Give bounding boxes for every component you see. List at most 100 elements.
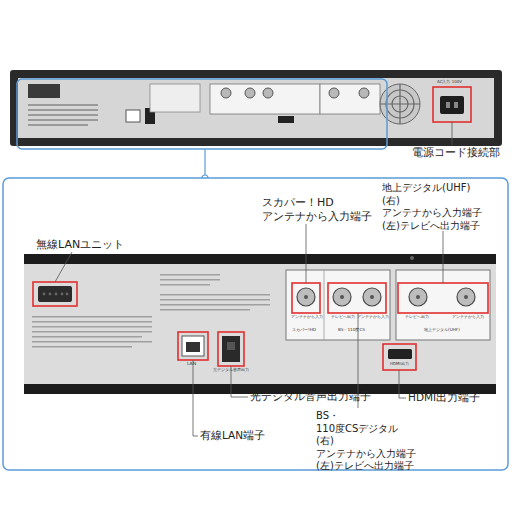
device-rear-enlarged xyxy=(32,326,152,328)
device-rear-enlarged xyxy=(160,309,250,311)
port-label: AC入力 100V xyxy=(437,80,462,84)
device-rear xyxy=(446,102,450,108)
callout-label: 地上デジタル(UHF) (右)アンテナから入力端子 (左)テレビへ出力端子 xyxy=(382,182,482,232)
device-rear-enlarged xyxy=(55,293,58,296)
highlight-box xyxy=(383,344,416,370)
device-rear-enlarged xyxy=(32,331,152,333)
leader-line xyxy=(55,224,443,436)
device-rear-enlarged xyxy=(370,295,374,299)
device-rear xyxy=(28,124,88,126)
leader-line xyxy=(306,224,307,283)
device-rear-enlarged xyxy=(32,341,152,343)
device-rear-enlarged xyxy=(160,274,220,276)
device-rear xyxy=(10,70,502,146)
zoom-panel xyxy=(3,178,508,470)
callout-label: BS・110度CSデジタル (右)アンテナから入力端子 (左)テレビへ出力端子 xyxy=(316,410,416,473)
callout-label: スカパー！HD アンテナから入力端子 xyxy=(262,196,372,224)
device-rear-enlarged xyxy=(416,295,420,299)
device-rear-enlarged xyxy=(32,321,152,323)
device-rear xyxy=(28,84,60,98)
device-rear-enlarged xyxy=(160,279,220,281)
zoom-connector xyxy=(204,149,205,178)
device-rear-enlarged xyxy=(38,286,72,302)
port-label: 光デジタル音声出力 xyxy=(213,368,249,372)
device-rear xyxy=(221,88,369,98)
device-rear-enlarged xyxy=(304,295,308,299)
device-rear-enlarged xyxy=(409,288,427,306)
device-rear-enlarged xyxy=(186,342,200,352)
device-rear-enlarged xyxy=(43,293,69,296)
device-rear-enlarged xyxy=(24,254,496,264)
device-rear-enlarged xyxy=(457,288,475,306)
device-rear-enlarged xyxy=(464,295,468,299)
device-rear-enlarged xyxy=(32,346,132,348)
device-rear-enlarged xyxy=(49,293,52,296)
device-rear xyxy=(221,88,231,98)
device-rear-enlarged xyxy=(363,288,381,306)
port-label: アンテナから入力 xyxy=(452,316,484,320)
device-rear xyxy=(329,88,339,98)
device-rear-enlarged xyxy=(222,336,240,362)
device-rear-enlarged xyxy=(227,342,235,350)
device-rear-enlarged xyxy=(340,295,344,299)
leader-line xyxy=(452,122,453,145)
device-rear xyxy=(380,84,420,124)
device-rear-enlarged xyxy=(388,349,412,359)
callout-label: HDMI出力端子 xyxy=(408,391,480,404)
device-rear-enlarged xyxy=(160,304,270,306)
device-rear-enlarged xyxy=(286,270,390,340)
port-label: アンテナから入力 xyxy=(291,316,323,320)
device-rear xyxy=(440,96,464,114)
device-rear-enlarged xyxy=(333,288,351,306)
device-rear xyxy=(210,84,320,114)
leader-line xyxy=(399,370,406,398)
highlight-box xyxy=(178,332,208,360)
highlight-box xyxy=(33,282,488,370)
device-rear xyxy=(28,119,98,121)
device-rear xyxy=(278,116,294,123)
zoom-frame xyxy=(17,79,387,149)
device-rear-enlarged xyxy=(324,270,325,340)
leader-line xyxy=(55,252,72,282)
leader-line xyxy=(193,360,198,436)
highlight-box xyxy=(218,332,244,366)
device-rear xyxy=(150,84,200,112)
port-label: 地上デジタル(UHF) xyxy=(424,328,460,333)
device-rear xyxy=(28,114,98,116)
port-label: LAN xyxy=(187,362,196,367)
callout-label: 光デジタル音声出力端子 xyxy=(250,390,371,403)
callout-label: 無線LANユニット xyxy=(36,238,124,252)
device-rear xyxy=(126,110,140,122)
device-rear-enlarged xyxy=(24,264,496,384)
device-rear xyxy=(28,109,98,111)
device-rear-enlarged xyxy=(160,299,270,301)
device-rear-enlarged xyxy=(24,254,496,394)
device-rear-enlarged xyxy=(43,293,46,296)
port-label: HDMI出力 xyxy=(390,362,409,366)
device-rear-enlarged xyxy=(66,293,69,296)
port-label: スカパー!HD xyxy=(292,328,316,333)
port-label: アンテナから入力 xyxy=(357,316,389,320)
device-rear xyxy=(18,78,494,138)
port-label: BS・110度CS xyxy=(338,328,365,333)
device-rear-enlarged xyxy=(32,336,142,338)
device-rear-enlarged xyxy=(410,256,414,260)
device-rear-enlarged xyxy=(297,288,315,306)
device-rear-enlarged xyxy=(32,316,152,318)
device-rear-enlarged xyxy=(160,284,210,286)
device-rear-enlarged xyxy=(160,294,270,296)
device-rear xyxy=(380,84,420,124)
device-rear xyxy=(245,88,255,98)
device-rear xyxy=(380,103,420,104)
device-rear xyxy=(263,88,273,98)
highlight-box xyxy=(292,283,320,313)
highlight-box xyxy=(433,87,471,122)
device-rear xyxy=(10,70,502,146)
leader-line xyxy=(443,231,444,283)
highlight-box xyxy=(33,282,77,306)
device-rear xyxy=(28,104,98,106)
device-rear-enlarged xyxy=(182,336,204,356)
callout-label: 電源コード接続部 xyxy=(412,146,500,159)
device-rear-enlarged xyxy=(61,293,64,296)
